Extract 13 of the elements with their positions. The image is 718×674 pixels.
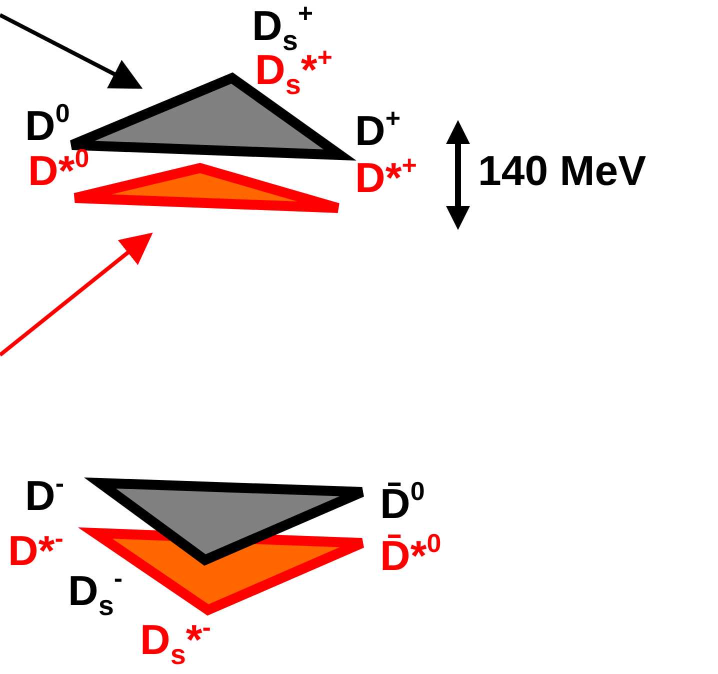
particle-label: D̄$^{0}$ [380,478,425,525]
particle-label: D$_{s}$*$^{-}$ [140,614,211,669]
particle-label: D$^{+}$ [355,105,401,152]
particle-label: D*$^{-}$ [8,525,64,572]
particle-label: D*$^{+}$ [355,152,417,199]
arrow [0,232,153,357]
particle-label: D$^{-}$ [25,470,64,517]
energy-gap-label: 140 MeV [478,150,646,192]
particle-label: D$^{0}$ [25,100,70,147]
arrow [0,13,143,89]
triangle-shape [84,477,367,566]
particle-label: D̄*$^{0}$ [380,530,442,577]
particle-label: D*$^{0}$ [28,145,90,192]
